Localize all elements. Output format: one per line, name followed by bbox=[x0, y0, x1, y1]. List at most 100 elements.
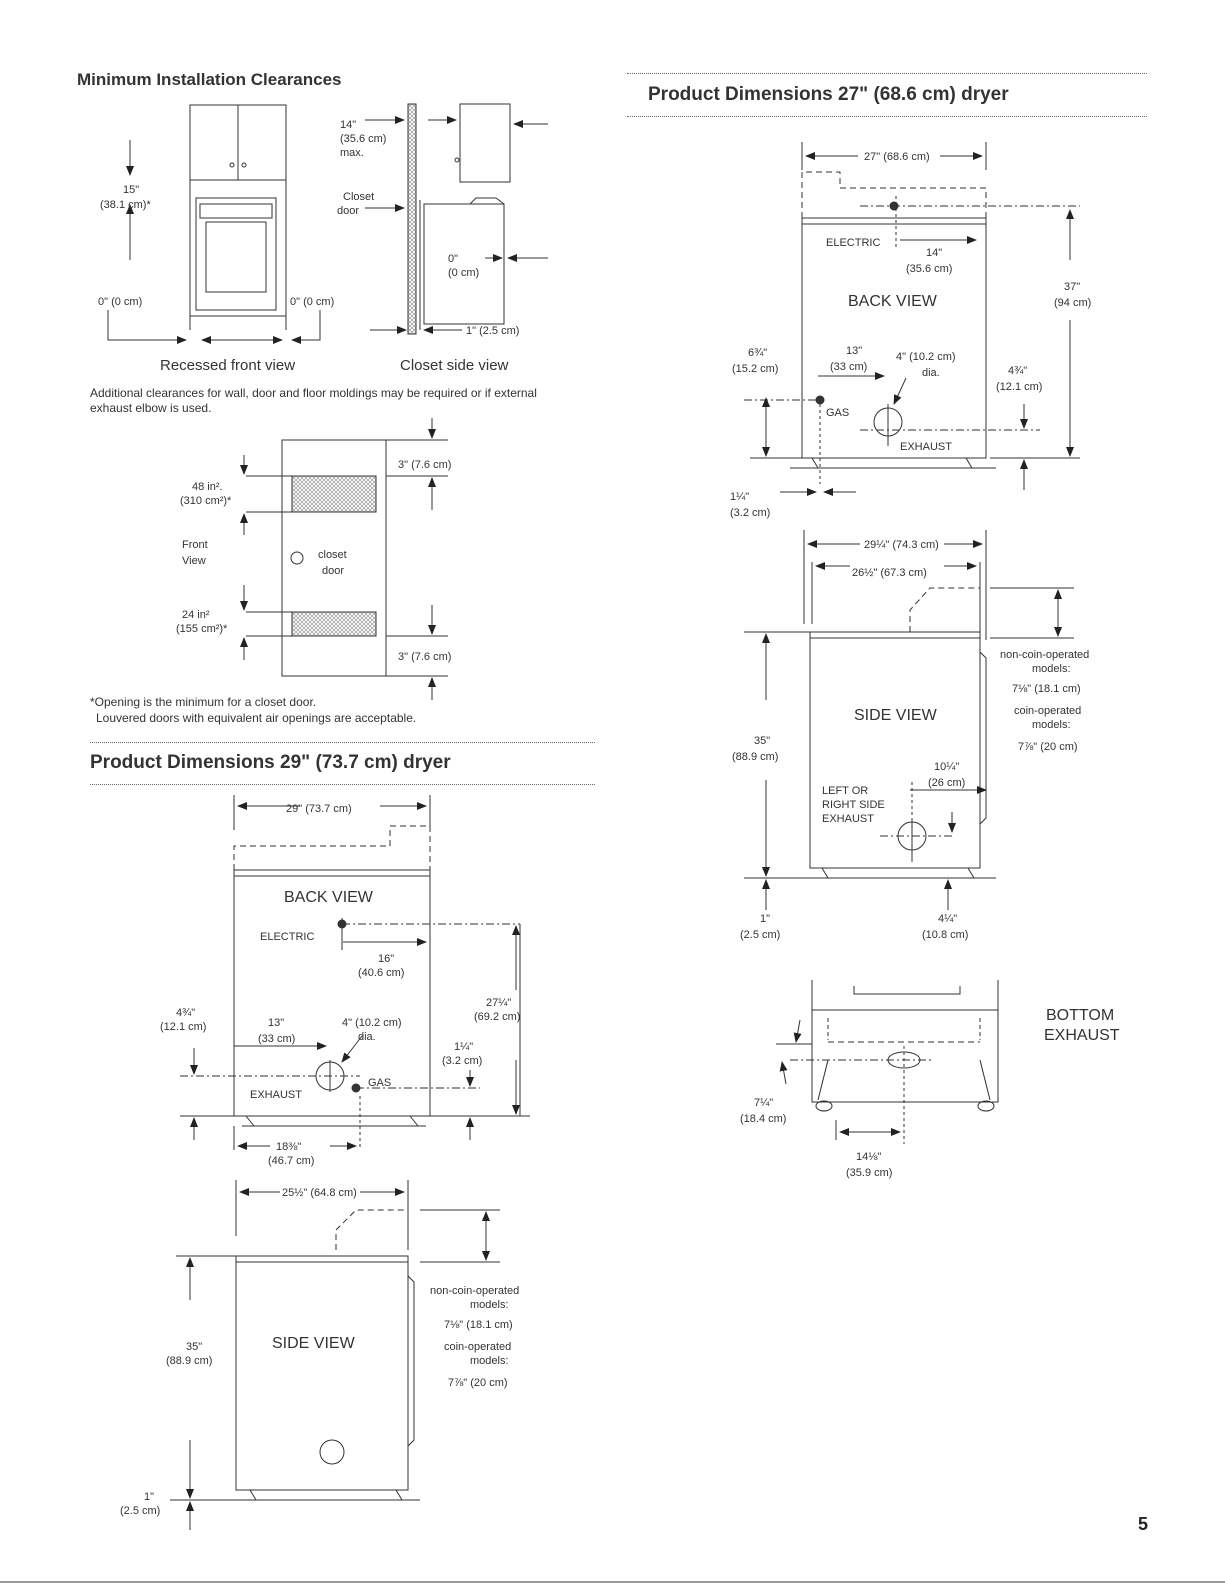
footnote-opening: *Opening is the minimum for a closet doo… bbox=[90, 695, 317, 709]
dryer29-back-view bbox=[180, 795, 530, 1150]
bottom-exhaust-bottom-dim: 14⅛" bbox=[856, 1151, 881, 1163]
dryer29-gas-dim: 1¼" bbox=[454, 1041, 473, 1053]
dryer27-right-dim: 4¾" bbox=[1008, 365, 1027, 377]
dryer27-exhaust: EXHAUST bbox=[900, 441, 952, 453]
dryer29-dia: 4" (10.2 cm) bbox=[342, 1017, 402, 1029]
dim-top-15-cm: (38.1 cm)* bbox=[100, 199, 151, 211]
dryer27-dia: 4" (10.2 cm) bbox=[896, 351, 956, 363]
dryer27-side-label: SIDE VIEW bbox=[854, 707, 938, 724]
divider bbox=[627, 116, 1147, 117]
closet-door-label-1: Closet bbox=[343, 191, 374, 203]
dryer27-dia-word: dia. bbox=[922, 367, 940, 379]
dryer29-bottom-dim: 18⅜" bbox=[276, 1141, 301, 1153]
additional-clearance-note: Additional clearances for wall, door and… bbox=[90, 386, 537, 415]
dryer27-back-view bbox=[744, 142, 1080, 496]
dryer29-exh-13: 13" bbox=[268, 1017, 284, 1029]
divider bbox=[90, 742, 595, 743]
dryer29-elec-dim-cm: (40.6 cm) bbox=[358, 967, 404, 979]
opening-top: 48 in². bbox=[192, 481, 223, 493]
dryer27-right-dim-cm: (12.1 cm) bbox=[996, 381, 1042, 393]
opening-top-cm: (310 cm²)* bbox=[180, 495, 232, 507]
dryer27-bottom-cm: (10.8 cm) bbox=[922, 929, 968, 941]
bottom-exhaust-bottom-dim-cm: (35.9 cm) bbox=[846, 1167, 892, 1179]
dryer27-coin: coin-operated bbox=[1014, 705, 1081, 717]
dryer27-electric: ELECTRIC bbox=[826, 237, 880, 249]
dryer27-back-label: BACK VIEW bbox=[848, 293, 938, 310]
dryer29-noncoin-dim: 7⅛" (18.1 cm) bbox=[444, 1319, 513, 1331]
dryer29-left-dim: 4¾" bbox=[176, 1007, 195, 1019]
dryer27-width-inner: 26½" (67.3 cm) bbox=[852, 567, 927, 579]
door-word: door bbox=[322, 565, 344, 577]
dryer29-side-view bbox=[170, 1180, 500, 1530]
dryer27-side-height: 35" bbox=[754, 735, 770, 747]
dryer29-electric: ELECTRIC bbox=[260, 931, 314, 943]
dim-max-word: max. bbox=[340, 147, 364, 159]
dryer29-noncoin: non-coin-operated bbox=[430, 1285, 519, 1297]
dryer27-gas-off-cm: (3.2 cm) bbox=[730, 507, 770, 519]
dryer29-height-cm: (69.2 cm) bbox=[474, 1011, 520, 1023]
dryer29-gas: GAS bbox=[368, 1077, 391, 1089]
dryer27-exh-13-cm: (33 cm) bbox=[830, 361, 867, 373]
dim29-heading: Product Dimensions 29" (73.7 cm) dryer bbox=[90, 752, 451, 773]
dryer29-exh-13-cm: (33 cm) bbox=[258, 1033, 295, 1045]
closet-door-front-view bbox=[240, 418, 448, 700]
dryer27-width: 27" (68.6 cm) bbox=[864, 151, 930, 163]
dryer29-elec-dim: 16" bbox=[378, 953, 394, 965]
closet-door-label-2: door bbox=[337, 205, 359, 217]
recessed-front-view bbox=[107, 104, 321, 344]
dryer27-left-dim-cm: (15.2 cm) bbox=[732, 363, 778, 375]
gap-top: 3" (7.6 cm) bbox=[398, 459, 451, 471]
divider bbox=[90, 784, 595, 785]
dim-max-14-cm: (35.6 cm) bbox=[340, 133, 386, 145]
dim-front-1: 1" (2.5 cm) bbox=[466, 325, 519, 337]
dryer27-bottom: 4¼" bbox=[938, 913, 957, 925]
dryer27-exh-13: 13" bbox=[846, 345, 862, 357]
closet-side-view bbox=[365, 103, 548, 335]
dryer29-height: 27¼" bbox=[486, 997, 511, 1009]
dryer29-coin: coin-operated bbox=[444, 1341, 511, 1353]
dryer29-side-height-cm: (88.9 cm) bbox=[166, 1355, 212, 1367]
dryer27-elec-dim-cm: (35.6 cm) bbox=[906, 263, 952, 275]
dim-max-14: 14" bbox=[340, 119, 356, 131]
dryer27-width-outer: 29¼" (74.3 cm) bbox=[864, 539, 939, 551]
gap-bottom: 3" (7.6 cm) bbox=[398, 651, 451, 663]
dryer29-exhaust: EXHAUST bbox=[250, 1089, 302, 1101]
opening-bottom-cm: (155 cm²)* bbox=[176, 623, 228, 635]
dryer27-foot: 1" bbox=[760, 913, 770, 925]
dryer29-gas-dim-cm: (3.2 cm) bbox=[442, 1055, 482, 1067]
dim27-heading: Product Dimensions 27" (68.6 cm) dryer bbox=[648, 84, 1009, 105]
footnote-louvered: Louvered doors with equivalent air openi… bbox=[96, 711, 417, 725]
dryer27-left-dim: 6¾" bbox=[748, 347, 767, 359]
dryer27-coin-dim: 7⅞" (20 cm) bbox=[1018, 741, 1078, 753]
bottom-exhaust-label-2: EXHAUST bbox=[1044, 1027, 1120, 1044]
dryer29-coin-dim: 7⅞" (20 cm) bbox=[448, 1377, 508, 1389]
dryer27-gas-off: 1¼" bbox=[730, 491, 749, 503]
closet-caption: Closet side view bbox=[400, 357, 509, 374]
dim-side-right: 0" (0 cm) bbox=[290, 296, 334, 308]
dim-side-left: 0" (0 cm) bbox=[98, 296, 142, 308]
dryer29-left-dim-cm: (12.1 cm) bbox=[160, 1021, 206, 1033]
dryer29-dia-word: dia. bbox=[358, 1031, 376, 1043]
dryer29-models2: models: bbox=[470, 1355, 509, 1367]
dryer27-side-view bbox=[744, 530, 1074, 910]
dryer27-gas: GAS bbox=[826, 407, 849, 419]
dryer27-exh-3: EXHAUST bbox=[822, 813, 874, 825]
clearances-heading: Minimum Installation Clearances bbox=[77, 70, 342, 89]
dryer27-exh-dim-cm: (26 cm) bbox=[928, 777, 965, 789]
closet-word: closet bbox=[318, 549, 347, 561]
dryer27-height-cm: (94 cm) bbox=[1054, 297, 1091, 309]
dryer29-foot-cm: (2.5 cm) bbox=[120, 1505, 160, 1517]
dryer27-exh-dim: 10¼" bbox=[934, 761, 959, 773]
dryer27-models2: models: bbox=[1032, 719, 1071, 731]
page-number: 5 bbox=[1138, 1514, 1149, 1534]
dim-rear-0-cm: (0 cm) bbox=[448, 267, 479, 279]
dryer29-foot: 1" bbox=[144, 1491, 154, 1503]
front-view-label-2: View bbox=[182, 555, 206, 567]
bottom-exhaust-side-dim-cm: (18.4 cm) bbox=[740, 1113, 786, 1125]
bottom-exhaust-side-dim: 7¼" bbox=[754, 1097, 773, 1109]
dryer29-side-width: 25½" (64.8 cm) bbox=[282, 1187, 357, 1199]
recessed-caption: Recessed front view bbox=[160, 357, 295, 374]
dryer29-side-height: 35" bbox=[186, 1341, 202, 1353]
dim-top-15: 15" bbox=[123, 184, 139, 196]
